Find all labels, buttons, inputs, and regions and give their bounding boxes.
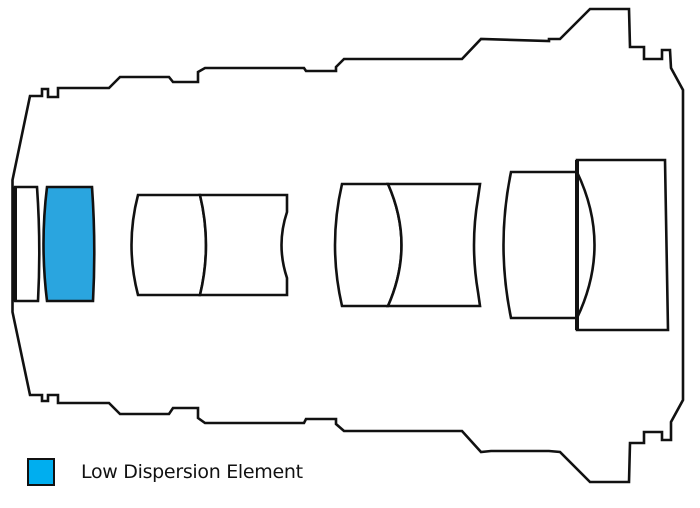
lens-element-3 <box>130 193 208 297</box>
legend-label: Low Dispersion Element <box>81 461 303 483</box>
lens-element-1 <box>13 185 41 303</box>
lens-element-7 <box>502 170 579 320</box>
lens-element-2-low-dispersion <box>42 185 96 303</box>
legend: Low Dispersion Element <box>27 458 303 486</box>
lens-element-8-inner-curve <box>575 171 596 319</box>
lens-barrel-outline <box>11 7 685 484</box>
legend-swatch-low-dispersion <box>27 458 55 486</box>
lens-element-6 <box>386 182 482 308</box>
lens-element-5 <box>333 182 403 308</box>
lens-element-4 <box>198 193 289 297</box>
